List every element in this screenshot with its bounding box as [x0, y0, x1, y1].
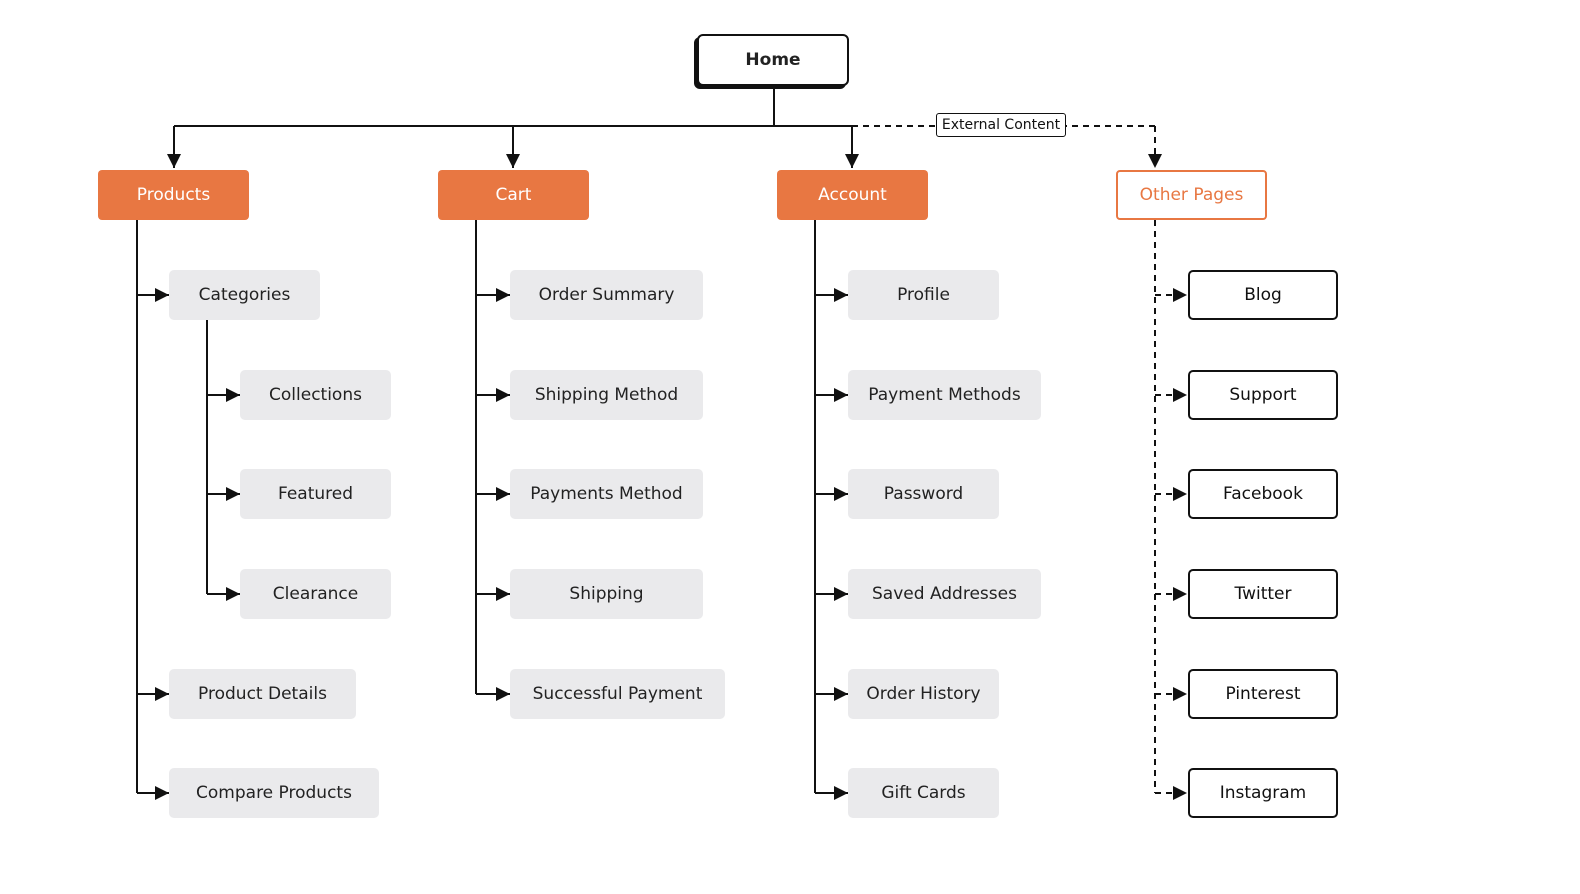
node-products: Products	[98, 170, 249, 220]
node-instagram: Instagram	[1188, 768, 1338, 818]
node-compare-products: Compare Products	[169, 768, 379, 818]
node-cart: Cart	[438, 170, 589, 220]
node-twitter: Twitter	[1188, 569, 1338, 619]
node-other-pages: Other Pages	[1116, 170, 1267, 220]
node-payment-methods: Payment Methods	[848, 370, 1041, 420]
node-order-history: Order History	[848, 669, 999, 719]
node-blog: Blog	[1188, 270, 1338, 320]
node-home: Home	[697, 34, 849, 86]
node-saved-addresses: Saved Addresses	[848, 569, 1041, 619]
node-password: Password	[848, 469, 999, 519]
node-pinterest: Pinterest	[1188, 669, 1338, 719]
node-successful-payment: Successful Payment	[510, 669, 725, 719]
node-featured: Featured	[240, 469, 391, 519]
node-support: Support	[1188, 370, 1338, 420]
node-clearance: Clearance	[240, 569, 391, 619]
node-profile: Profile	[848, 270, 999, 320]
node-collections: Collections	[240, 370, 391, 420]
node-gift-cards: Gift Cards	[848, 768, 999, 818]
node-shipping-method: Shipping Method	[510, 370, 703, 420]
node-order-summary: Order Summary	[510, 270, 703, 320]
node-categories: Categories	[169, 270, 320, 320]
node-account: Account	[777, 170, 928, 220]
external-content-label: External Content	[936, 113, 1066, 137]
node-product-details: Product Details	[169, 669, 356, 719]
node-shipping: Shipping	[510, 569, 703, 619]
node-facebook: Facebook	[1188, 469, 1338, 519]
node-payments-method: Payments Method	[510, 469, 703, 519]
